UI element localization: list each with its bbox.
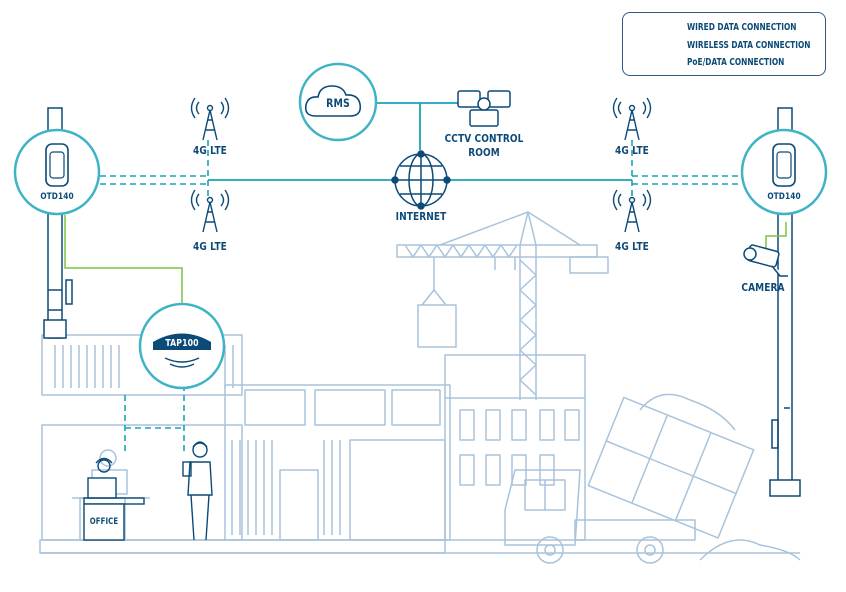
internet-label: INTERNET	[395, 210, 447, 223]
poe-camera	[765, 222, 787, 248]
legend-poe-label: PoE/DATA CONNECTION	[687, 57, 785, 68]
crane	[396, 211, 609, 400]
camera-label: CAMERA	[741, 281, 785, 294]
dump-truck	[504, 393, 801, 564]
upper-container-ribs	[54, 345, 234, 388]
legend-wireless-label: WIRELESS DATA CONNECTION	[687, 40, 811, 51]
window-1	[244, 389, 306, 426]
legend-poe: PoE/DATA CONNECTION	[623, 56, 827, 72]
office-label: OFFICE	[89, 517, 119, 527]
worker	[182, 441, 213, 541]
right-pole	[769, 107, 801, 497]
otd140-left-device	[13, 128, 101, 216]
window-2	[314, 389, 386, 426]
lte-top-right-label: 4G LTE	[615, 144, 649, 157]
foundation	[39, 539, 446, 554]
tower-bottom-left-icon	[190, 189, 230, 233]
lte-top-left-label: 4G LTE	[193, 144, 227, 157]
lte-bottom-left-label: 4G LTE	[193, 240, 227, 253]
container-door	[279, 469, 319, 541]
office-worker	[83, 457, 145, 541]
legend-wired-label: WIRED DATA CONNECTION	[687, 22, 797, 33]
tower-top-left-icon	[190, 97, 230, 141]
left-pole	[43, 107, 73, 339]
cctv-label-line2: ROOM	[468, 146, 500, 159]
cctv-label-line1: CCTV CONTROL	[444, 132, 524, 145]
cctv-control-room-icon	[457, 90, 511, 127]
lower-container	[224, 384, 451, 541]
internet-globe-icon	[391, 150, 451, 210]
legend-wireless: WIRELESS DATA CONNECTION	[623, 39, 827, 55]
tap-label: TAP100	[165, 338, 199, 349]
rms-cloud-icon	[298, 62, 378, 142]
camera-icon	[743, 244, 788, 277]
tower-bottom-right-icon	[612, 189, 652, 233]
tower-top-right-icon	[612, 97, 652, 141]
container-panel	[349, 439, 446, 541]
poe-tap	[64, 215, 183, 310]
lte-bottom-right-label: 4G LTE	[615, 240, 649, 253]
window-3	[391, 389, 441, 426]
legend-wired: WIRED DATA CONNECTION	[623, 21, 827, 37]
lower-container-ribs	[231, 440, 341, 535]
otd-right-label: OTD140	[767, 192, 801, 202]
tap100-access-point	[138, 302, 226, 390]
legend: WIRED DATA CONNECTION WIRELESS DATA CONN…	[622, 12, 826, 76]
tower-icons	[190, 97, 652, 233]
site-illustration	[39, 211, 801, 564]
otd140-right-device	[740, 128, 828, 216]
otd-left-label: OTD140	[40, 192, 74, 202]
building-frame	[444, 354, 586, 541]
rms-label: RMS	[326, 96, 350, 110]
